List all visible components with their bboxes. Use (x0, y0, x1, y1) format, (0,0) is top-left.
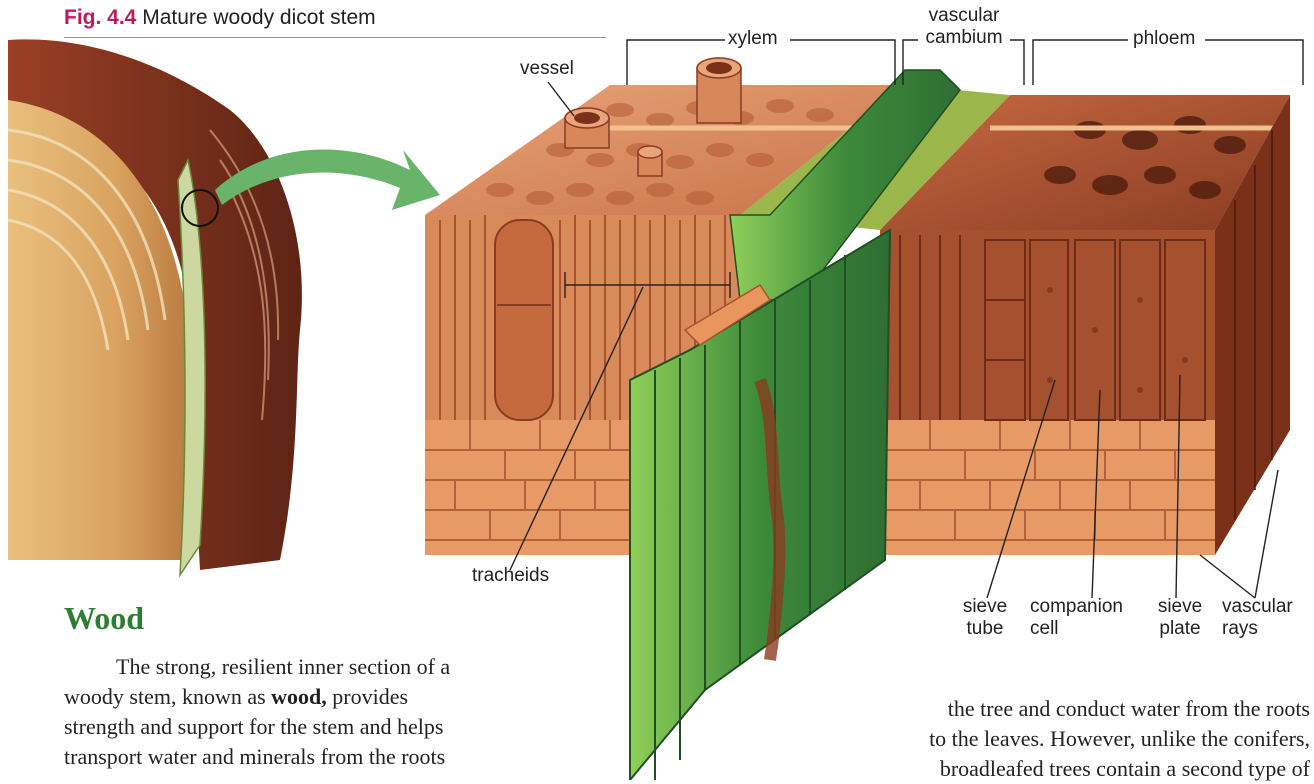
label-tracheids: tracheids (472, 565, 549, 587)
label-sieve-plate-line2: plate (1159, 618, 1200, 639)
label-companion-cell-line1: companion (1030, 596, 1123, 617)
label-sieve-tube-line2: tube (967, 618, 1004, 639)
left-line-3: strength and support for the stem and he… (64, 712, 450, 742)
label-vascular-rays: vascular rays (1222, 596, 1304, 640)
tissue-block (425, 58, 1290, 780)
vessel-element (495, 220, 553, 420)
right-paragraph: the tree and conduct water from the root… (765, 694, 1310, 784)
left-line-2-start: woody stem, known as (64, 684, 271, 709)
stem-cross-section (8, 39, 440, 575)
label-vascular-rays-line1: vascular (1222, 596, 1293, 617)
label-companion-cell-line2: cell (1030, 618, 1059, 639)
label-sieve-plate: sieve plate (1150, 596, 1210, 640)
label-vascular-rays-line2: rays (1222, 618, 1258, 639)
label-companion-cell: companion cell (1030, 596, 1136, 640)
label-phloem: phloem (1133, 28, 1195, 50)
right-line-1: the tree and conduct water from the root… (765, 694, 1310, 724)
label-sieve-tube-line1: sieve (963, 596, 1007, 617)
section-heading: Wood (64, 600, 144, 637)
left-line-1: The strong, resilient inner section of a (64, 652, 450, 682)
label-vascular-cambium-line1: vascular (929, 5, 1000, 26)
label-vessel: vessel (520, 58, 574, 80)
left-line-4: transport water and minerals from the ro… (64, 742, 450, 772)
right-line-2: to the leaves. However, unlike the conif… (765, 724, 1310, 754)
left-line-2-end: provides (327, 684, 408, 709)
left-line-2: woody stem, known as wood, provides (64, 682, 450, 712)
label-xylem: xylem (728, 28, 778, 50)
left-paragraph: The strong, resilient inner section of a… (64, 652, 450, 772)
label-sieve-plate-line1: sieve (1158, 596, 1202, 617)
label-sieve-tube: sieve tube (955, 596, 1015, 640)
label-vascular-cambium: vascular cambium (920, 5, 1008, 49)
term-wood: wood, (271, 684, 327, 709)
label-vascular-cambium-line2: cambium (925, 27, 1002, 48)
